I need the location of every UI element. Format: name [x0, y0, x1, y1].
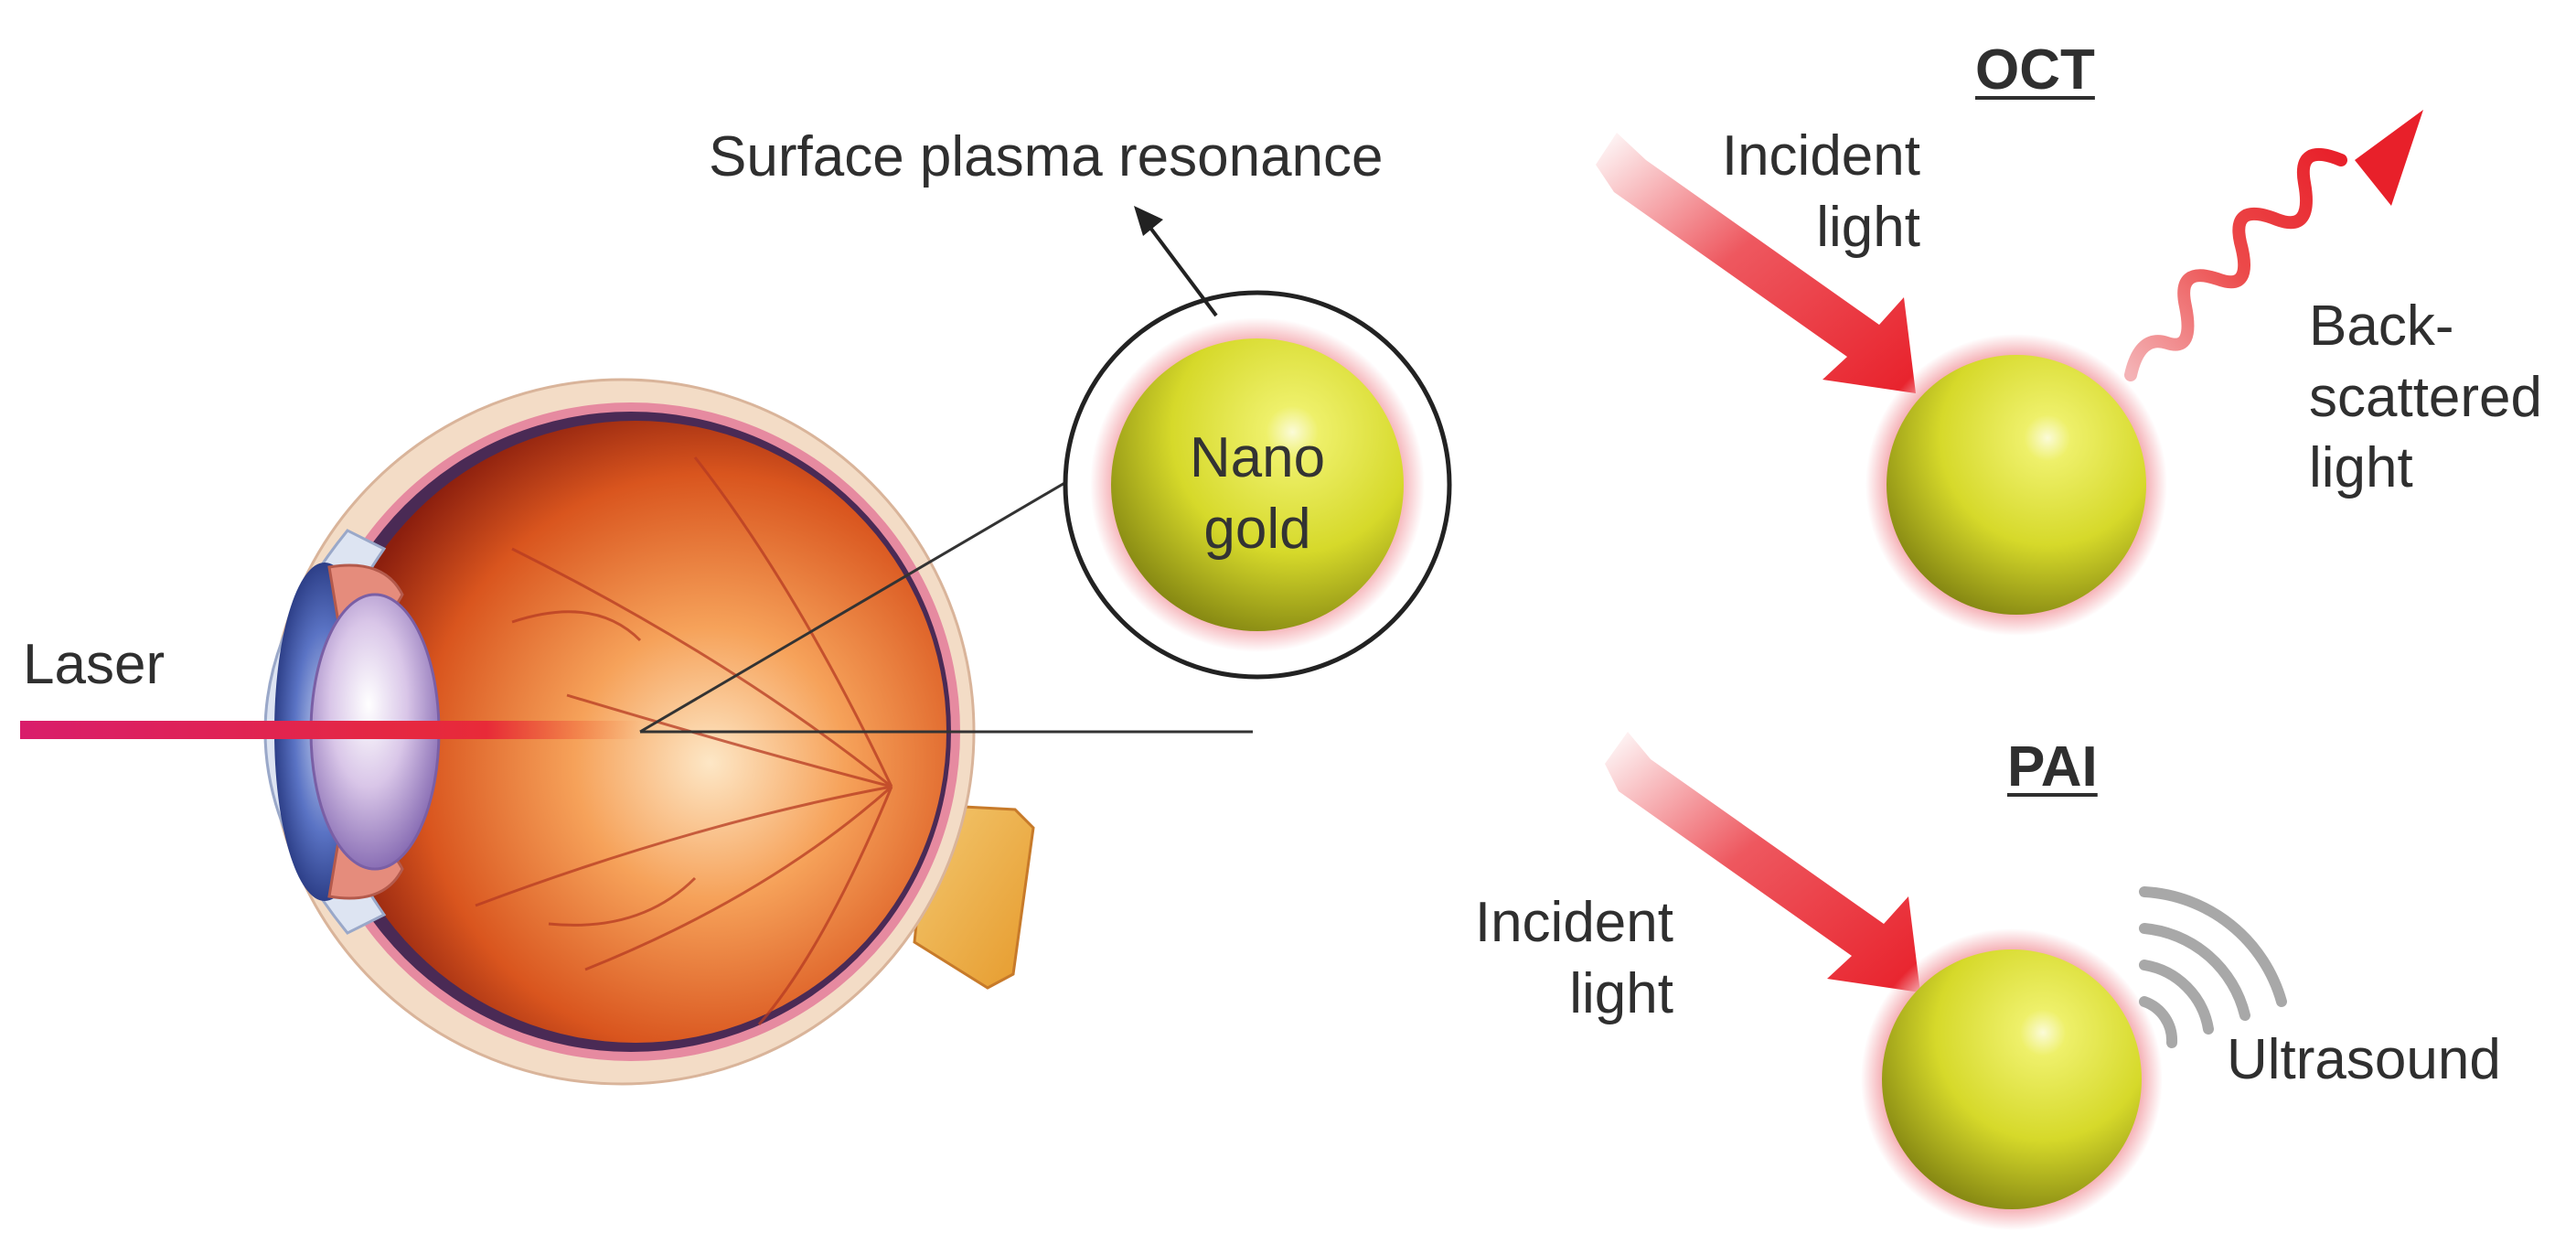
oct-particle [1887, 355, 2146, 615]
oct-incident-light-label: Incident light [1655, 121, 1920, 263]
oct-incident-arrow [1596, 133, 1916, 393]
pai-incident-line-1: Incident [1474, 891, 1673, 954]
backscatter-wave [2124, 147, 2347, 381]
oct-title: OCT [1975, 38, 2095, 102]
nano-gold-line-2: gold [1203, 497, 1311, 561]
oct-incident-line-2: light [1816, 195, 1920, 259]
surface-plasma-resonance-label: Surface plasma resonance [709, 125, 1384, 188]
pai-panel [1605, 732, 2287, 1230]
nano-gold-sphere [1111, 338, 1404, 631]
oct-panel [1596, 110, 2423, 636]
resonance-arrow-shaft [1146, 222, 1218, 317]
pai-particle [1882, 949, 2142, 1209]
backscatter-arrow-head [2355, 110, 2423, 206]
zoom-inset [1063, 206, 1452, 680]
eye-cross-section [20, 378, 1035, 1086]
backscattered-line-3: light [2309, 436, 2413, 499]
pai-title: PAI [2007, 735, 2098, 799]
pai-incident-line-2: light [1569, 961, 1673, 1025]
resonance-arrow-head [1134, 206, 1163, 236]
pai-incident-light-label: Incident light [1408, 887, 1673, 1029]
oct-incident-line-1: Incident [1721, 124, 1920, 188]
backscattered-light-label: Back- scattered light [2309, 291, 2542, 504]
ultrasound-label: Ultrasound [2227, 1028, 2501, 1091]
retinal-vessels [475, 456, 893, 1025]
nano-gold-label: Nano gold [1175, 423, 1340, 564]
backscattered-line-2: scattered [2309, 365, 2543, 429]
ultrasound-waves [2139, 886, 2287, 1048]
zoom-line-top [639, 465, 1094, 734]
nano-gold-line-1: Nano [1189, 426, 1326, 489]
laser-beam [20, 721, 642, 739]
laser-label: Laser [23, 633, 166, 696]
pai-incident-arrow [1605, 732, 1920, 992]
backscattered-line-1: Back- [2309, 295, 2454, 358]
